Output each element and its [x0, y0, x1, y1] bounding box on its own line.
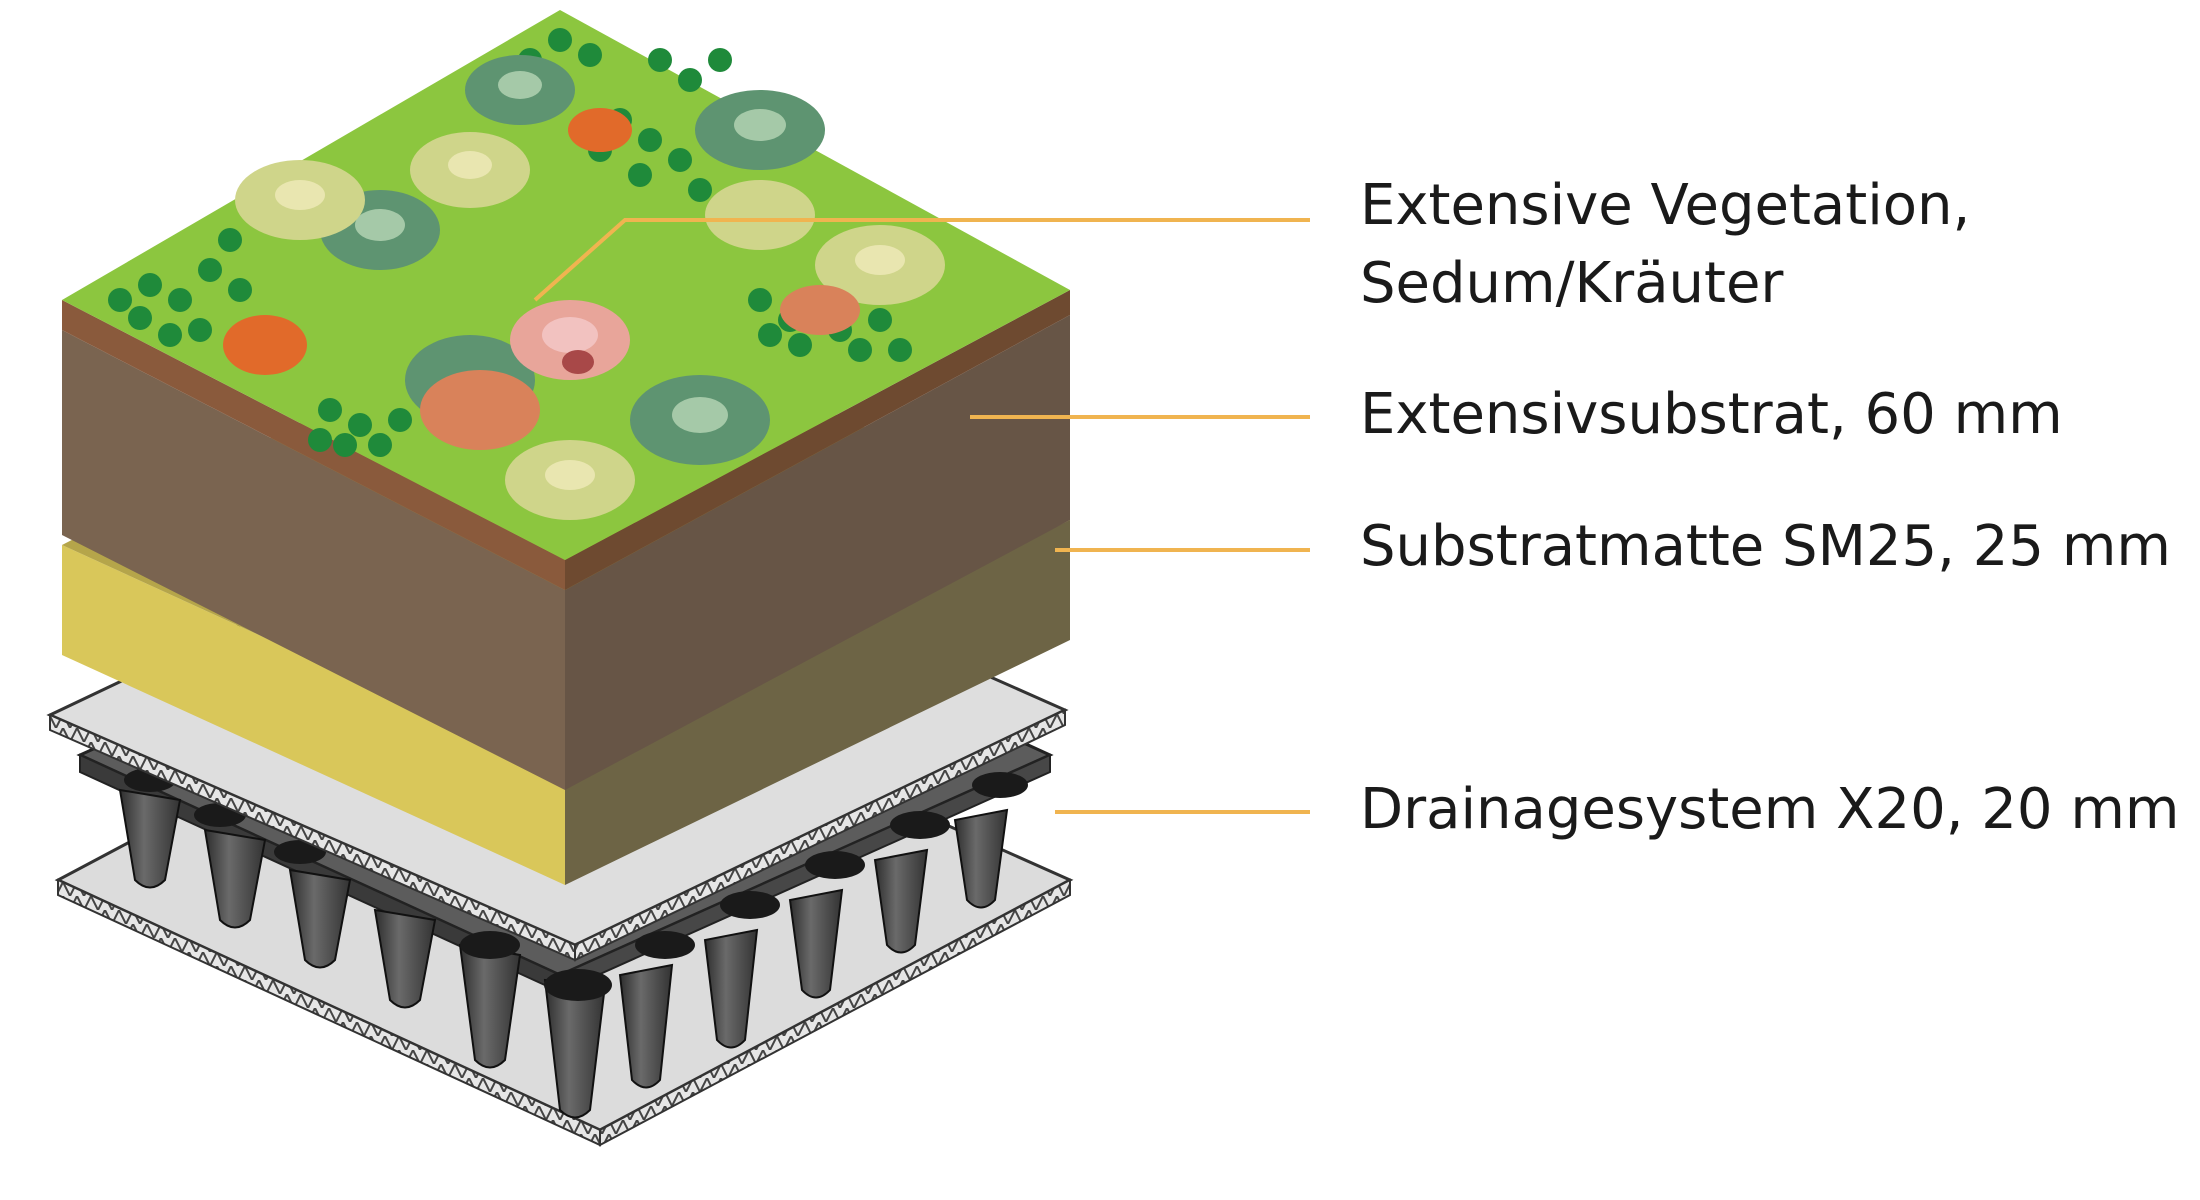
label-vegetation: Extensive Vegetation, Sedum/Kräuter: [1360, 167, 1970, 323]
label-vegetation-line-1: Extensive Vegetation,: [1360, 173, 1971, 238]
label-substrate: Extensivsubstrat, 60 mm: [1360, 376, 2063, 454]
label-substrate-mat: Substratmatte SM25, 25 mm: [1360, 508, 2171, 586]
drainage-cups: [118, 788, 1009, 1119]
label-vegetation-line-2: Sedum/Kräuter: [1360, 251, 1784, 316]
drainage-holes: [124, 768, 1028, 1001]
vegetation-layer: [62, 10, 1070, 560]
label-drainage: Drainagesystem X20, 20 mm: [1360, 771, 2179, 849]
label-substrate-line-1: Extensivsubstrat, 60 mm: [1360, 382, 2063, 447]
rosette-plants: [223, 55, 945, 520]
leader-line-vegetation: [533, 218, 1310, 302]
label-substrate-mat-line-1: Substratmatte SM25, 25 mm: [1360, 514, 2171, 579]
label-drainage-line-1: Drainagesystem X20, 20 mm: [1360, 777, 2180, 842]
sedum-dots: [108, 28, 912, 457]
leader-lines: [533, 218, 1310, 814]
